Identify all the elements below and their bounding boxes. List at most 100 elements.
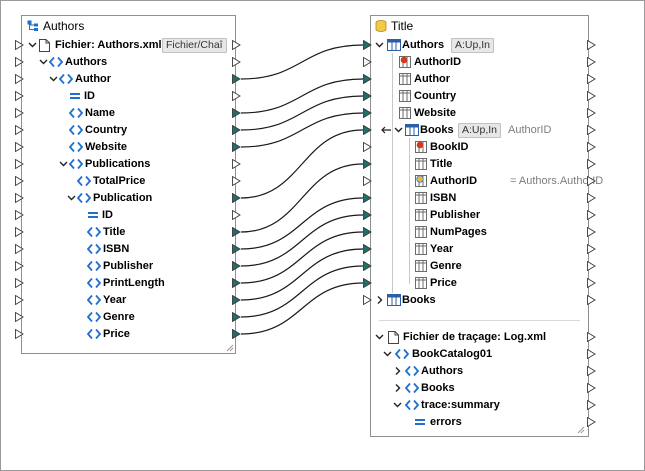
chevron-down-icon[interactable]: [394, 122, 403, 138]
output-port[interactable]: [587, 56, 596, 68]
output-port[interactable]: [587, 107, 596, 119]
connector-line[interactable]: [240, 112, 364, 148]
target-node-authors_table[interactable]: Authors: [402, 39, 445, 51]
source-node-publications[interactable]: Publications: [85, 158, 151, 170]
input-port[interactable]: [15, 209, 24, 221]
input-port[interactable]: [15, 124, 24, 136]
target-node-trace_books[interactable]: Books: [421, 382, 455, 394]
chevron-down-icon[interactable]: [393, 397, 402, 413]
target-node-books_root[interactable]: Books: [402, 294, 436, 306]
input-port[interactable]: [363, 175, 372, 187]
chevron-down-icon[interactable]: [59, 156, 68, 172]
input-port[interactable]: [363, 243, 372, 255]
output-port[interactable]: [232, 311, 241, 323]
source-node-website[interactable]: Website: [85, 141, 127, 153]
output-port[interactable]: [232, 73, 241, 85]
source-title-bar[interactable]: Authors: [22, 16, 235, 36]
connector-line[interactable]: [240, 214, 364, 267]
input-port[interactable]: [15, 56, 24, 68]
input-port[interactable]: [363, 158, 372, 170]
source-node-publication[interactable]: Publication: [93, 192, 153, 204]
output-port[interactable]: [232, 226, 241, 238]
connector-line[interactable]: [240, 248, 364, 301]
output-port[interactable]: [587, 209, 596, 221]
input-port[interactable]: [363, 39, 372, 51]
source-node-name[interactable]: Name: [85, 107, 115, 119]
input-port[interactable]: [363, 209, 372, 221]
target-node-website[interactable]: Website: [414, 107, 456, 119]
input-port[interactable]: [15, 294, 24, 306]
connector-line[interactable]: [240, 44, 364, 80]
target-node-title[interactable]: Title: [430, 158, 453, 170]
output-port[interactable]: [587, 192, 596, 204]
connector-line[interactable]: [240, 78, 364, 114]
source-component-authors[interactable]: Authors: [21, 15, 236, 354]
output-port[interactable]: [587, 399, 596, 411]
source-node-price[interactable]: Price: [103, 328, 130, 340]
target-node-publisher[interactable]: Publisher: [430, 209, 481, 221]
resize-grip-icon[interactable]: [577, 425, 585, 434]
source-node-genre[interactable]: Genre: [103, 311, 135, 323]
source-node-pub_id[interactable]: ID: [102, 209, 113, 221]
chevron-down-icon[interactable]: [28, 37, 37, 53]
output-port[interactable]: [587, 416, 596, 428]
target-node-trace_file[interactable]: Fichier de traçage: Log.xml: [403, 331, 547, 343]
output-port[interactable]: [587, 243, 596, 255]
input-port[interactable]: [15, 277, 24, 289]
input-port[interactable]: [15, 90, 24, 102]
input-port[interactable]: [363, 192, 372, 204]
target-node-trace_summary[interactable]: trace:summary: [421, 399, 500, 411]
input-port[interactable]: [15, 260, 24, 272]
output-port[interactable]: [232, 243, 241, 255]
output-port[interactable]: [232, 39, 241, 51]
input-port[interactable]: [363, 277, 372, 289]
input-port[interactable]: [363, 294, 372, 306]
target-component-bookcatalog[interactable]: Title: [370, 15, 589, 437]
connector-line[interactable]: [240, 265, 364, 318]
output-port[interactable]: [587, 348, 596, 360]
chevron-right-icon[interactable]: [375, 292, 383, 308]
output-port[interactable]: [587, 382, 596, 394]
input-port[interactable]: [15, 107, 24, 119]
target-node-books_table[interactable]: Books: [420, 124, 454, 136]
output-port[interactable]: [587, 90, 596, 102]
output-port[interactable]: [232, 158, 241, 170]
target-node-trace_root[interactable]: BookCatalog01: [412, 348, 493, 360]
output-port[interactable]: [587, 141, 596, 153]
target-node-country[interactable]: Country: [414, 90, 457, 102]
output-port[interactable]: [232, 209, 241, 221]
input-port[interactable]: [363, 56, 372, 68]
input-port[interactable]: [15, 328, 24, 340]
connector-line[interactable]: [240, 231, 364, 284]
target-node-numpages[interactable]: NumPages: [430, 226, 487, 238]
output-port[interactable]: [232, 175, 241, 187]
output-port[interactable]: [232, 277, 241, 289]
input-port[interactable]: [363, 141, 372, 153]
input-port[interactable]: [15, 311, 24, 323]
target-node-author[interactable]: Author: [414, 73, 451, 85]
connector-line[interactable]: [240, 282, 364, 335]
output-port[interactable]: [587, 39, 596, 51]
source-node-authors[interactable]: Authors: [65, 56, 108, 68]
connector-line[interactable]: [240, 197, 364, 250]
output-port[interactable]: [232, 260, 241, 272]
connector-line[interactable]: [240, 163, 364, 233]
input-port[interactable]: [363, 226, 372, 238]
output-port[interactable]: [232, 192, 241, 204]
output-port[interactable]: [587, 294, 596, 306]
chevron-down-icon[interactable]: [67, 190, 76, 206]
target-node-price[interactable]: Price: [430, 277, 457, 289]
chevron-down-icon[interactable]: [375, 329, 384, 345]
input-port[interactable]: [363, 73, 372, 85]
chevron-down-icon[interactable]: [375, 37, 384, 53]
input-port[interactable]: [15, 39, 24, 51]
chevron-right-icon[interactable]: [393, 380, 401, 396]
target-node-year[interactable]: Year: [430, 243, 454, 255]
chevron-down-icon[interactable]: [39, 54, 48, 70]
output-port[interactable]: [232, 90, 241, 102]
target-node-authorid[interactable]: AuthorID: [414, 56, 462, 68]
output-port[interactable]: [232, 328, 241, 340]
source-node-isbn[interactable]: ISBN: [103, 243, 130, 255]
chevron-down-icon[interactable]: [49, 71, 58, 87]
